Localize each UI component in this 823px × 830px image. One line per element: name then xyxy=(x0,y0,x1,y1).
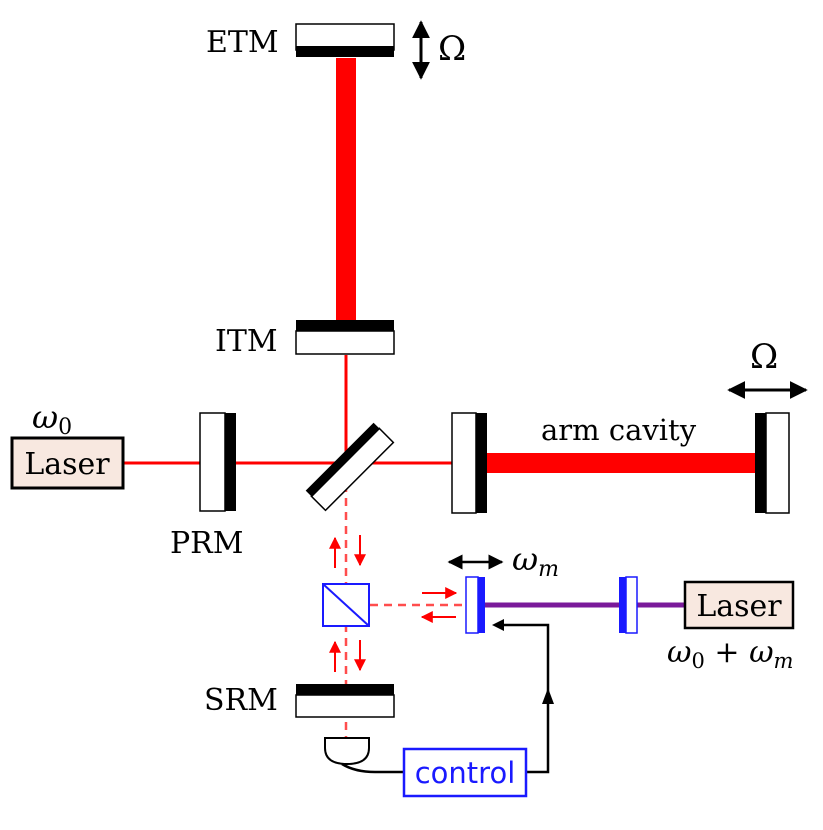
beamsplitter xyxy=(305,422,395,512)
arm-cavity-label: arm cavity xyxy=(541,413,697,447)
feedback-left-arrowhead xyxy=(492,619,504,631)
aux-freq-label: ω0 + ωm xyxy=(667,635,793,673)
itm-label: ITM xyxy=(215,324,278,359)
itm-mirror xyxy=(295,320,395,355)
control-label: control xyxy=(415,756,516,790)
aux-laser-box xyxy=(683,580,795,630)
etm-label: ETM xyxy=(206,25,279,60)
x-etm-mirror xyxy=(755,412,790,514)
detector-to-control-wire xyxy=(341,762,404,774)
x-etm-omega-label: Ω xyxy=(750,337,778,377)
main-laser-label: Laser xyxy=(24,447,110,482)
photodetector-icon xyxy=(324,737,370,766)
etm-mirror xyxy=(295,23,395,57)
main-laser-box xyxy=(10,436,125,490)
prm-label: PRM xyxy=(170,526,244,561)
srm-label: SRM xyxy=(204,683,278,718)
svg-text:ω0 + ωm: ω0 + ωm xyxy=(667,635,793,673)
polarizing-beamsplitter xyxy=(322,583,370,627)
srm-mirror xyxy=(295,684,395,718)
prm-mirror xyxy=(199,412,236,512)
x-itm-mirror xyxy=(451,412,487,514)
omega0-label: ω0 xyxy=(32,398,72,440)
y-arm-cavity-beam xyxy=(336,58,356,320)
svg-text:ω0: ω0 xyxy=(32,398,72,440)
x-arm-cavity-beam xyxy=(482,453,757,473)
feedback-up-arrowhead xyxy=(542,688,554,704)
modulated-mirror xyxy=(465,576,485,634)
control-box xyxy=(402,747,528,798)
etm-omega-label: Ω xyxy=(438,29,466,69)
omega-m-label: ωm xyxy=(512,540,559,582)
aux-laser-label: Laser xyxy=(696,589,782,624)
aux-optic xyxy=(619,576,638,634)
svg-text:ωm: ωm xyxy=(512,540,559,582)
